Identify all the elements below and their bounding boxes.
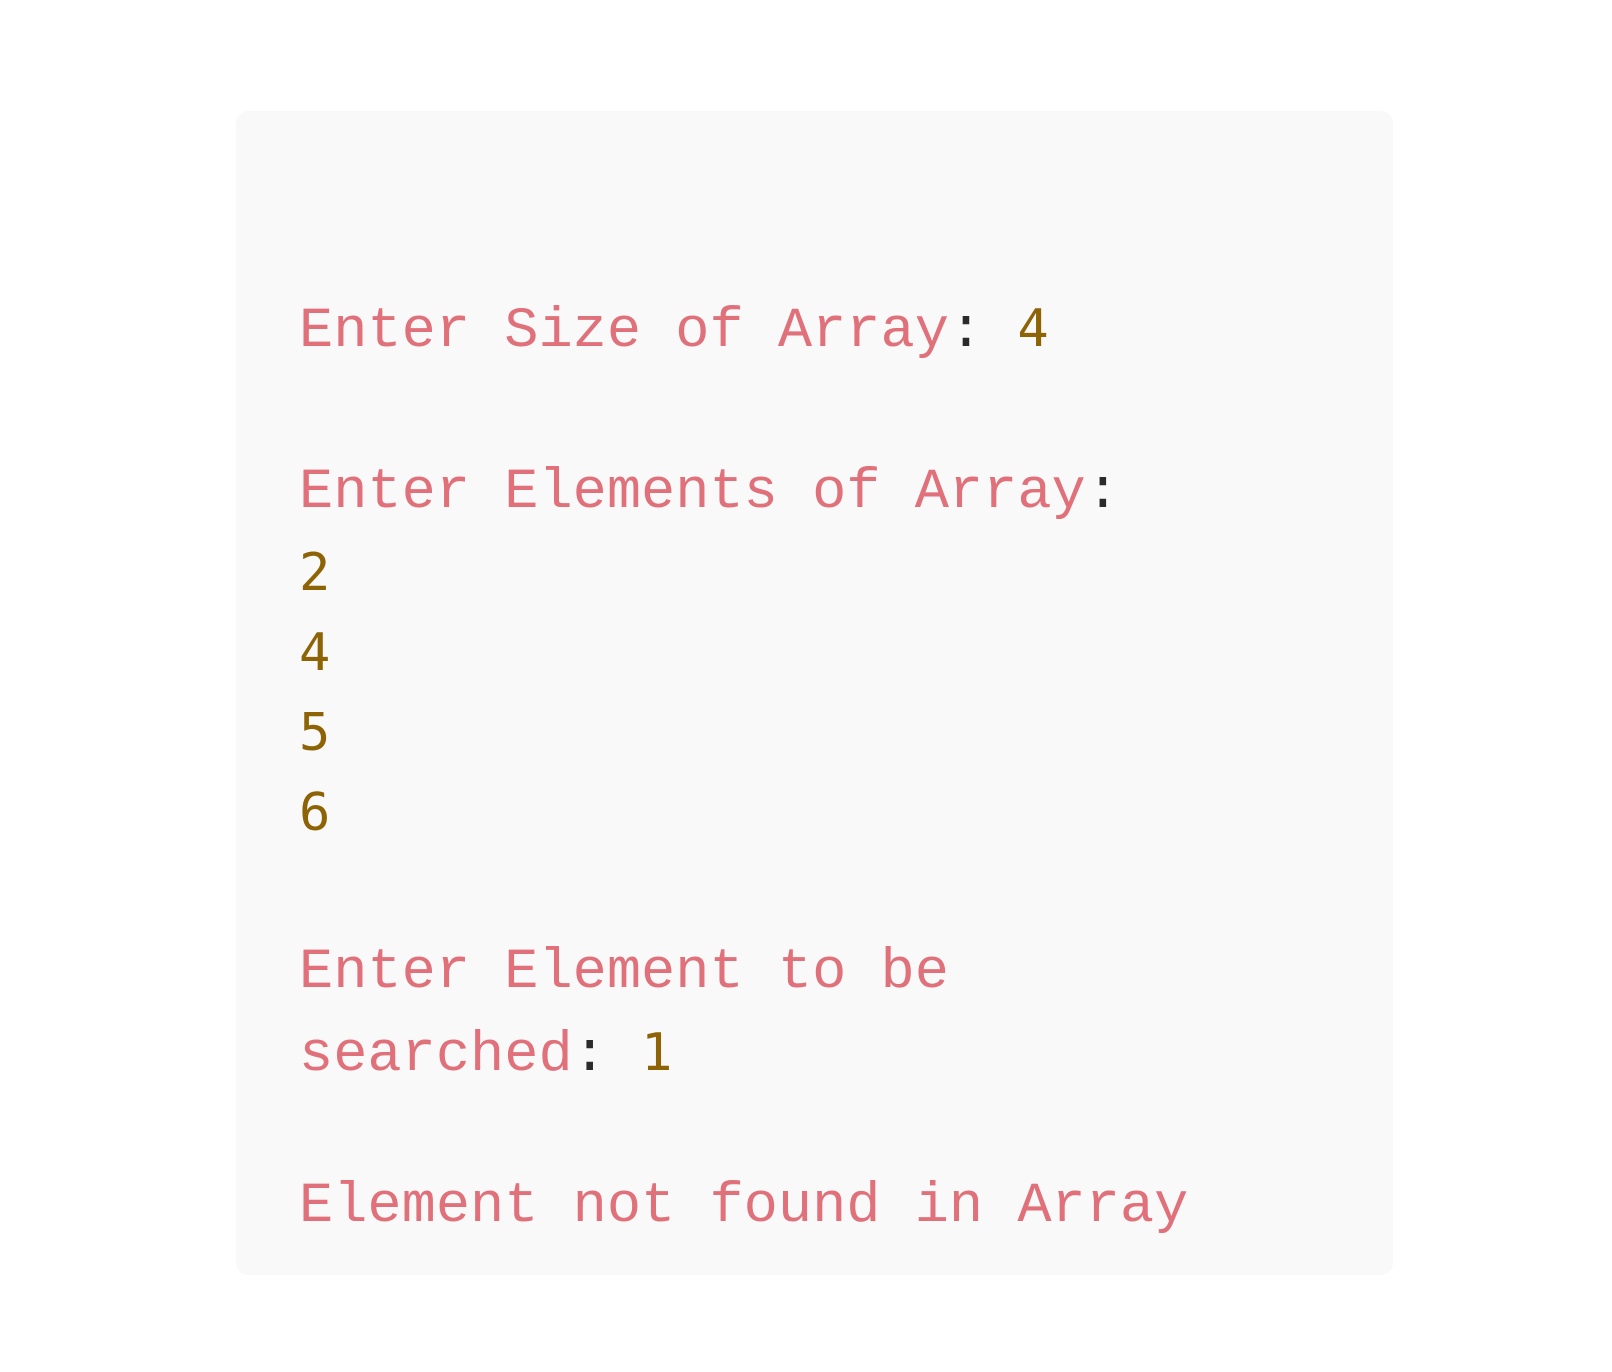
blank-line bbox=[299, 369, 1393, 453]
element-value-line: 5 bbox=[299, 693, 1393, 773]
element-value-line: 2 bbox=[299, 533, 1393, 613]
size-prompt-colon: : bbox=[948, 300, 984, 364]
elements-prompt-text: Enter Elements of Array bbox=[299, 461, 1086, 525]
search-prompt-line-2: searched: 1 bbox=[299, 1013, 1393, 1093]
element-value: 6 bbox=[299, 783, 331, 843]
size-prompt-line: Enter Size of Array: 4 bbox=[299, 289, 1393, 369]
blank-line bbox=[299, 853, 1393, 933]
element-value-line: 6 bbox=[299, 773, 1393, 853]
elements-prompt-colon: : bbox=[1085, 461, 1120, 525]
elements-prompt-line: Enter Elements of Array: bbox=[299, 453, 1393, 533]
size-value: 4 bbox=[1017, 299, 1049, 359]
element-value: 2 bbox=[299, 543, 331, 603]
element-value-line: 4 bbox=[299, 613, 1393, 693]
search-prompt-line-1: Enter Element to be bbox=[299, 933, 1393, 1013]
result-text: Element not found in Array bbox=[299, 1175, 1189, 1239]
search-prompt-colon: : bbox=[572, 1024, 607, 1088]
search-prompt-text-1: Enter Element to be bbox=[299, 941, 949, 1005]
element-value: 5 bbox=[299, 703, 331, 763]
result-line: Element not found in Array bbox=[299, 1167, 1393, 1247]
element-value: 4 bbox=[299, 623, 331, 683]
blank-line bbox=[299, 1093, 1393, 1167]
search-prompt-text-2: searched bbox=[299, 1024, 573, 1088]
search-value: 1 bbox=[641, 1023, 673, 1083]
size-prompt-text: Enter Size of Array bbox=[299, 300, 949, 364]
